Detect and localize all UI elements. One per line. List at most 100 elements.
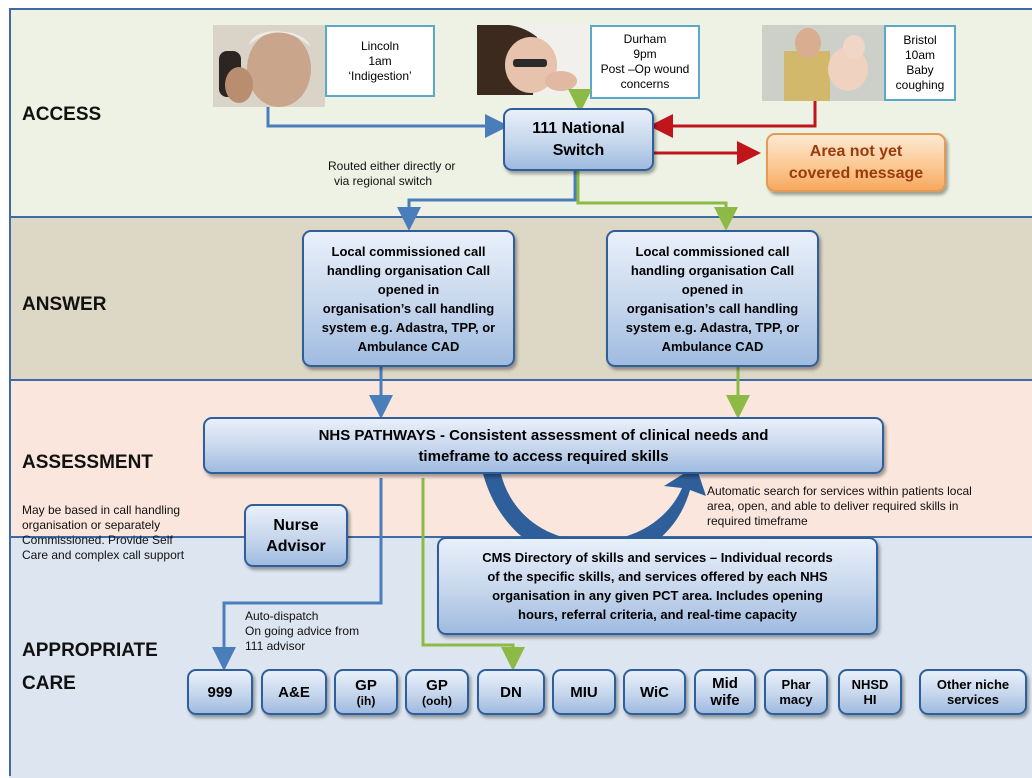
cms-line2: of the specific skills, and services off… — [487, 569, 828, 584]
area-msg-line2: covered message — [788, 164, 924, 182]
pathways-line1: NHS PATHWAYS - Consistent assessment of … — [318, 426, 769, 444]
service-999: 999 — [187, 669, 253, 715]
service-pharmacy-sub: macy — [779, 692, 813, 707]
nurse-line2: Advisor — [266, 537, 326, 555]
photo-man-holding-baby — [762, 25, 884, 101]
service-gp-ooh: GP (ooh) — [405, 669, 469, 715]
service-nhsd-hi-label: NHSD — [851, 677, 889, 692]
service-dn: DN — [477, 669, 545, 715]
caller-bristol-line1: Bristol — [903, 33, 937, 47]
call-handling-right-line2: handling organisation Call — [630, 262, 795, 278]
cms-line3: organisation in any given PCT area. Incl… — [492, 588, 823, 603]
band-label-access: ACCESS — [22, 104, 102, 125]
band-label-care-line2: CARE — [22, 673, 76, 694]
arrow-pathways-to-999 — [212, 478, 383, 671]
call-handling-left-line3: opened in — [377, 281, 440, 297]
cms-directory-box: CMS Directory of skills and services – I… — [437, 537, 878, 635]
nurse-note-line1: May be based in call handling — [22, 503, 181, 517]
nurse-note-line4: Care and complex call support — [22, 548, 185, 562]
dispatch-line1: Auto-dispatch — [245, 609, 319, 623]
dispatch-line3: 111 advisor — [245, 639, 306, 653]
caller-durham-line1: Durham — [623, 32, 667, 46]
service-wic-label: WiC — [639, 683, 670, 701]
service-other-niche: Other niche services — [919, 669, 1027, 715]
service-pharmacy-label: Phar — [781, 677, 811, 692]
service-gp-ooh-sub: (ooh) — [422, 693, 452, 708]
nurse-advisor-note: May be based in call handling organisati… — [22, 503, 184, 563]
auto-search-line1: Automatic search for services within pat… — [707, 484, 972, 498]
service-dn-label: DN — [500, 683, 522, 701]
service-midwife-label: Mid — [712, 675, 738, 692]
switch-line1: 111 National — [532, 119, 625, 137]
caller-durham-line3: Post –Op wound — [600, 62, 690, 76]
service-nhsd-hi: NHSD HI — [838, 669, 902, 715]
service-ae-label: A&E — [278, 683, 310, 701]
local-call-handling-box-right: Local commissioned call handling organis… — [606, 230, 819, 367]
service-midwife: Mid wife — [694, 669, 756, 715]
auto-search-line3: required timeframe — [707, 514, 808, 528]
call-handling-right-line6: Ambulance CAD — [661, 338, 764, 354]
service-gp-ih: GP (ih) — [334, 669, 398, 715]
service-ae: A&E — [261, 669, 327, 715]
answer-band — [9, 216, 1032, 381]
nurse-line1: Nurse — [273, 516, 319, 534]
service-pharmacy: Phar macy — [764, 669, 828, 715]
service-wic: WiC — [623, 669, 686, 715]
auto-dispatch-note: Auto-dispatch On going advice from 111 a… — [245, 609, 359, 654]
routing-note-line2: via regional switch — [334, 174, 433, 188]
service-midwife-sub: wife — [710, 692, 740, 709]
band-label-care-line1: APPROPRIATE — [22, 640, 158, 661]
arrow-lincoln-to-switch — [266, 107, 509, 138]
arrow-switch-to-local-call-right — [576, 170, 738, 231]
dispatch-line2: On going advice from — [245, 624, 360, 638]
service-999-label: 999 — [207, 683, 233, 701]
caller-bristol-line4: coughing — [895, 78, 945, 92]
caller-durham-line4: concerns — [620, 77, 670, 91]
service-miu: MIU — [552, 669, 616, 715]
left-border — [9, 8, 11, 776]
routing-note-line1: Routed either directly or — [328, 159, 456, 173]
band-label-appropriate-care: APPROPRIATE CARE — [22, 634, 158, 700]
caller-lincoln-line1: Lincoln — [360, 38, 400, 53]
nurse-advisor-box: Nurse Advisor — [244, 504, 348, 567]
nhs-pathways-box: NHS PATHWAYS - Consistent assessment of … — [203, 417, 884, 474]
area-not-covered-box: Area not yet covered message — [766, 133, 946, 192]
service-nhsd-hi-sub: HI — [863, 692, 877, 707]
service-gp-ih-sub: (ih) — [356, 693, 376, 708]
service-other-niche-label: Other niche — [936, 677, 1010, 692]
photo-woman-on-phone — [477, 25, 589, 95]
local-call-handling-box-left: Local commissioned call handling organis… — [302, 230, 515, 367]
auto-search-note: Automatic search for services within pat… — [707, 484, 972, 529]
arrow-switch-to-local-call-left — [397, 170, 577, 231]
pathways-line2: timeframe to access required skills — [418, 447, 669, 465]
caller-box-bristol: Bristol 10am Baby coughing — [884, 25, 956, 101]
caller-lincoln-line3: ‘Indigestion’ — [348, 68, 412, 83]
service-other-niche-sub: services — [946, 692, 1000, 707]
call-handling-right-line1: Local commissioned call — [635, 243, 790, 259]
national-switch-box: 111 National Switch — [503, 108, 654, 171]
call-handling-right-line4: organisation’s call handling — [626, 300, 799, 316]
service-gp-ooh-label: GP — [426, 676, 448, 694]
switch-line2: Switch — [552, 141, 605, 159]
nurse-note-line2: organisation or separately — [22, 518, 161, 532]
band-label-answer: ANSWER — [22, 294, 107, 315]
cms-line4: hours, referral criteria, and real-time … — [518, 607, 797, 622]
nurse-note-line3: Commissioned. Provide Self — [22, 533, 173, 547]
caller-box-lincoln: Lincoln 1am ‘Indigestion’ — [325, 25, 435, 97]
call-handling-right-line3: opened in — [681, 281, 744, 297]
area-msg-line1: Area not yet — [809, 142, 903, 160]
caller-bristol-line3: Baby — [906, 63, 934, 77]
call-handling-left-line4: organisation’s call handling — [322, 300, 495, 316]
photo-elderly-man-on-phone — [213, 25, 325, 107]
call-handling-left-line1: Local commissioned call — [331, 243, 486, 259]
caller-lincoln-line2: 1am — [368, 53, 392, 68]
call-handling-left-line2: handling organisation Call — [326, 262, 491, 278]
arrow-bristol-to-switch — [649, 101, 817, 138]
arrow-pathways-to-dn — [421, 478, 525, 671]
call-handling-left-line6: Ambulance CAD — [357, 338, 460, 354]
caller-durham-line2: 9pm — [633, 47, 657, 61]
auto-search-line2: area, open, and able to deliver required… — [707, 499, 959, 513]
caller-bristol-line2: 10am — [904, 48, 936, 62]
call-handling-left-line5: system e.g. Adastra, TPP, or — [321, 319, 496, 335]
cms-line1: CMS Directory of skills and services – I… — [482, 550, 833, 565]
